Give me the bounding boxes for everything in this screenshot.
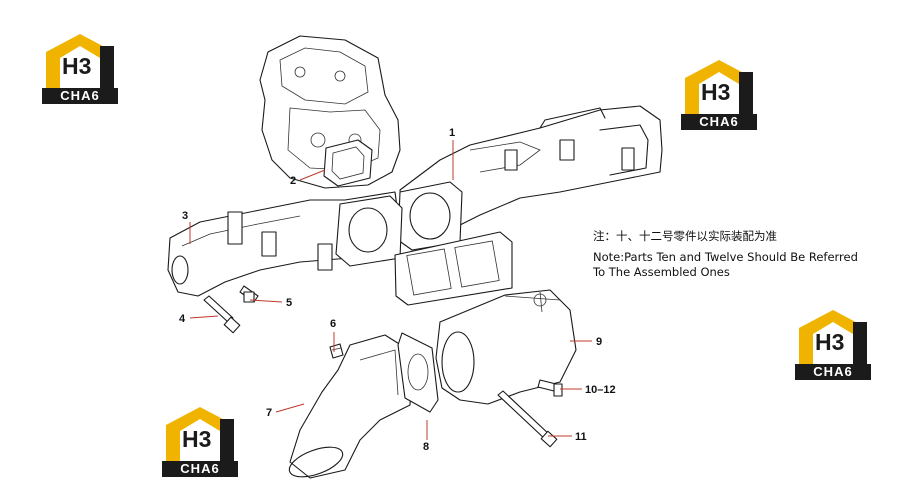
callout-labels: 1 2 3 4 5 6 7 8 9 10–12 11 xyxy=(179,127,616,453)
logo-text: CHA6 xyxy=(42,88,118,104)
house-logo-icon xyxy=(685,60,753,116)
house-logo-icon xyxy=(46,34,114,90)
callout-8: 8 xyxy=(423,441,429,453)
note-english-line-1: Note:Parts Ten and Twelve Should Be Refe… xyxy=(593,250,858,264)
callout-6: 6 xyxy=(330,318,336,330)
bolt-part-5 xyxy=(239,285,259,303)
nut-part-6 xyxy=(329,343,344,359)
logo-mark: H3 xyxy=(815,329,845,355)
gasket-part-2 xyxy=(323,139,373,187)
watermark-logo-top-left: H3 CHA6 xyxy=(42,32,118,104)
cylinder-head-outline xyxy=(259,35,401,189)
note-english-line-2: To The Assembled Ones xyxy=(593,265,730,279)
callout-3: 3 xyxy=(182,210,188,222)
house-logo-icon xyxy=(166,407,234,463)
callout-5: 5 xyxy=(286,297,292,309)
callout-9: 9 xyxy=(596,336,602,348)
note-chinese: 注：十、十二号零件以实际装配为准 xyxy=(593,229,777,243)
manifold-gasket xyxy=(394,231,513,306)
bolt-part-4 xyxy=(203,295,241,334)
callout-2: 2 xyxy=(290,175,296,187)
house-logo-icon xyxy=(799,310,867,366)
bolt-part-11 xyxy=(497,390,558,448)
callout-10-12: 10–12 xyxy=(585,384,616,396)
logo-mark: H3 xyxy=(701,79,731,105)
exhaust-elbow-part-7 xyxy=(288,334,413,479)
logo-text: CHA6 xyxy=(795,364,871,380)
callout-7: 7 xyxy=(266,407,272,419)
watermark-logo-mid-right: H3 CHA6 xyxy=(795,308,871,380)
callout-11: 11 xyxy=(575,431,587,443)
logo-mark: H3 xyxy=(182,426,212,452)
logo-text: CHA6 xyxy=(162,461,238,477)
exhaust-manifold-part-1 xyxy=(397,105,663,251)
watermark-logo-bottom-left: H3 CHA6 xyxy=(162,405,238,477)
watermark-logo-top-right: H3 CHA6 xyxy=(681,58,757,130)
callout-1: 1 xyxy=(449,127,455,139)
logo-text: CHA6 xyxy=(681,114,757,130)
bolt-part-10-12 xyxy=(537,379,563,397)
gasket-part-8 xyxy=(397,332,439,413)
callout-leaders xyxy=(189,140,592,440)
exhaust-manifold-part-3 xyxy=(167,191,403,297)
callout-4: 4 xyxy=(179,313,186,325)
logo-mark: H3 xyxy=(62,53,92,79)
